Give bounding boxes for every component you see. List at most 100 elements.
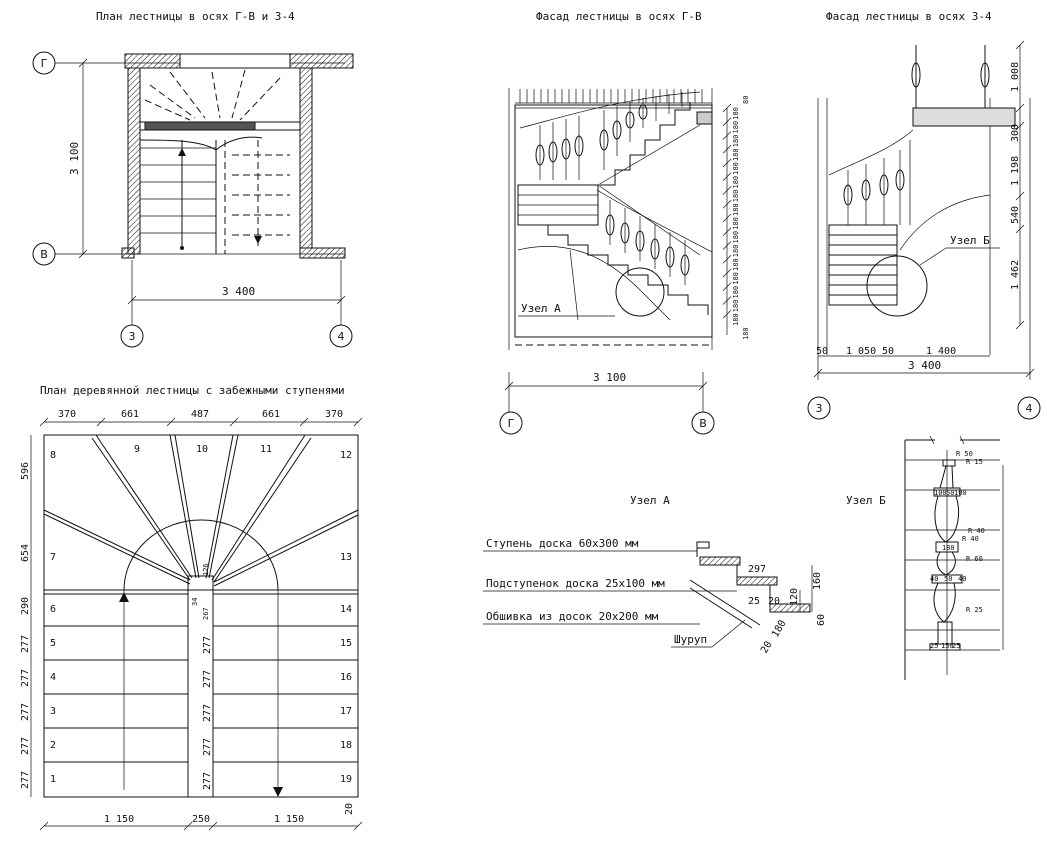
step-dim-tick — [722, 268, 732, 278]
svg-text:180: 180 — [742, 327, 750, 340]
svg-text:20: 20 — [768, 596, 780, 607]
svg-text:4: 4 — [50, 672, 56, 683]
facade-34-node-label: Узел Б — [950, 234, 990, 247]
svg-text:50: 50 — [946, 489, 954, 497]
node-b-title: Узел Б — [846, 494, 886, 507]
svg-text:1 150: 1 150 — [274, 814, 304, 825]
step-dim-label: 180 — [732, 272, 740, 285]
svg-text:126: 126 — [202, 563, 210, 576]
svg-text:17: 17 — [340, 706, 352, 717]
step-dim-label: 180 — [732, 286, 740, 299]
facade-34-axis-3: 3 — [816, 402, 823, 415]
svg-text:1 198: 1 198 — [1010, 156, 1021, 186]
svg-text:40: 40 — [930, 575, 938, 583]
step-dim-label: 180 — [732, 148, 740, 161]
svg-text:100: 100 — [954, 489, 967, 497]
svg-text:18: 18 — [340, 740, 352, 751]
svg-text:9: 9 — [134, 444, 140, 455]
step-dim-label: 180 — [732, 135, 740, 148]
step-dim-tick — [722, 145, 732, 154]
svg-text:277: 277 — [202, 670, 213, 688]
svg-text:25: 25 — [930, 642, 938, 650]
svg-text:180: 180 — [942, 544, 955, 552]
plan-height-dim: 3 100 — [68, 142, 81, 175]
facade-gv-axis-v: В — [699, 417, 707, 430]
wall-right — [299, 67, 313, 249]
step-dim-tick — [722, 172, 732, 181]
svg-text:R 40: R 40 — [968, 527, 985, 535]
svg-text:Обшивка из досок 20х200 мм: Обшивка из досок 20х200 мм — [486, 610, 659, 623]
facade-gv-axis-g: Г — [508, 417, 515, 430]
facade-gv-title: Фасад лестницы в осях Г-В — [536, 10, 702, 23]
plan-width-dim: 3 400 — [222, 285, 255, 298]
svg-text:20: 20 — [759, 640, 775, 656]
axis-g-label: Г — [41, 57, 48, 70]
svg-text:20: 20 — [344, 803, 355, 815]
svg-text:150: 150 — [941, 642, 954, 650]
svg-text:596: 596 — [20, 462, 31, 480]
svg-text:487: 487 — [191, 409, 209, 420]
step-dim-tick — [722, 227, 732, 236]
svg-text:34: 34 — [191, 598, 199, 606]
svg-text:25: 25 — [952, 642, 960, 650]
svg-text:10: 10 — [196, 444, 208, 455]
step-dim-tick — [722, 310, 732, 319]
svg-text:277: 277 — [20, 771, 31, 789]
facade-gv-view: Фасад лестницы в осях Г-В — [499, 10, 750, 435]
step-dim-tick — [722, 241, 732, 250]
step-dim-tick — [722, 158, 732, 168]
facade-34-axis-4: 4 — [1026, 402, 1033, 415]
svg-text:277: 277 — [202, 704, 213, 722]
svg-text:Шуруп: Шуруп — [674, 633, 707, 646]
step-dim-label: 180 — [732, 176, 740, 189]
svg-text:100: 100 — [934, 489, 947, 497]
facade-34-total-dim: 3 400 — [908, 359, 941, 372]
svg-text:1 050: 1 050 — [846, 346, 876, 357]
svg-text:R 60: R 60 — [966, 555, 983, 563]
svg-text:300: 300 — [1010, 124, 1021, 142]
wall-left — [127, 67, 141, 255]
step-dim-tick — [722, 117, 732, 126]
wood-plan-title: План деревянной лестницы с забежными сту… — [40, 384, 345, 397]
step-dim-label: 180 — [732, 203, 740, 216]
axis-v-label: В — [40, 248, 48, 261]
step-dim-tick — [722, 131, 732, 140]
step-dim-label: 180 — [732, 313, 740, 326]
step-dim-label: 180 — [732, 121, 740, 134]
svg-text:1: 1 — [50, 774, 56, 785]
step-dim-tick — [722, 296, 732, 305]
step-dim-label: 180 — [732, 107, 740, 120]
step-dim-label: 180 — [732, 231, 740, 244]
svg-text:5: 5 — [50, 638, 56, 649]
step-dim-label: 180 — [732, 190, 740, 203]
svg-text:250: 250 — [192, 814, 210, 825]
svg-text:267: 267 — [202, 607, 210, 620]
svg-text:15: 15 — [340, 638, 352, 649]
svg-text:277: 277 — [202, 738, 213, 756]
svg-text:277: 277 — [202, 636, 213, 654]
svg-text:1 400: 1 400 — [926, 346, 956, 357]
svg-text:14: 14 — [340, 604, 352, 615]
svg-text:7: 7 — [50, 552, 56, 563]
svg-text:297: 297 — [748, 564, 766, 575]
svg-text:277: 277 — [202, 772, 213, 790]
svg-text:80: 80 — [742, 96, 750, 104]
facade-34-title: Фасад лестницы в осях 3-4 — [826, 10, 992, 23]
svg-text:654: 654 — [20, 544, 31, 562]
node-b-callout — [866, 255, 928, 317]
svg-text:370: 370 — [325, 409, 343, 420]
svg-text:R 15: R 15 — [966, 458, 983, 466]
step-dim-label: 180 — [732, 300, 740, 313]
axis-3-label: 3 — [129, 330, 136, 343]
svg-text:180: 180 — [770, 618, 789, 639]
facade-gv-width-dim: 3 100 — [593, 371, 626, 384]
svg-text:370: 370 — [58, 409, 76, 420]
svg-text:160: 160 — [812, 572, 823, 590]
step-dim-tick — [722, 103, 732, 113]
step-dim-tick — [722, 282, 732, 291]
plan-axes-view: План лестницы в осях Г-В и 3-4 Г В 3 4 3… — [32, 10, 354, 348]
svg-text:Ступень доска 60х300 мм: Ступень доска 60х300 мм — [486, 537, 639, 550]
svg-text:R 40: R 40 — [962, 535, 979, 543]
step-dim-label: 180 — [732, 258, 740, 271]
svg-text:6: 6 — [50, 604, 56, 615]
